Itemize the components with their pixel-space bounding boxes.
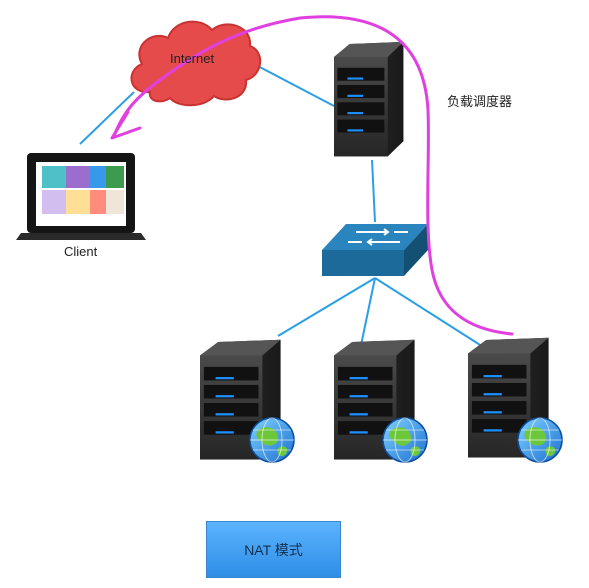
link-switch-server-2 — [359, 277, 376, 351]
client-label: Client — [64, 244, 98, 259]
link-balancer-switch — [371, 159, 376, 223]
internet-label: Internet — [170, 51, 215, 66]
server-icon — [334, 41, 404, 157]
cloud-icon — [130, 20, 261, 107]
globe-icon — [382, 417, 428, 463]
laptop-icon — [16, 153, 146, 240]
nat-mode-label: NAT 模式 — [244, 541, 303, 558]
link-internet-client — [79, 91, 135, 145]
arrow-head-icon — [110, 110, 142, 140]
load-balancer-label: 负载调度器 — [447, 94, 513, 109]
globe-icon — [517, 417, 563, 463]
nat-mode-button[interactable]: NAT 模式 — [206, 521, 341, 578]
link-internet-balancer — [253, 63, 335, 107]
globe-icon — [249, 417, 295, 463]
link-switch-server-3 — [374, 277, 489, 351]
link-switch-server-1 — [277, 277, 376, 337]
connection-lines — [79, 63, 489, 351]
packet-flow-path — [112, 15, 514, 336]
switch-icon — [322, 224, 428, 276]
